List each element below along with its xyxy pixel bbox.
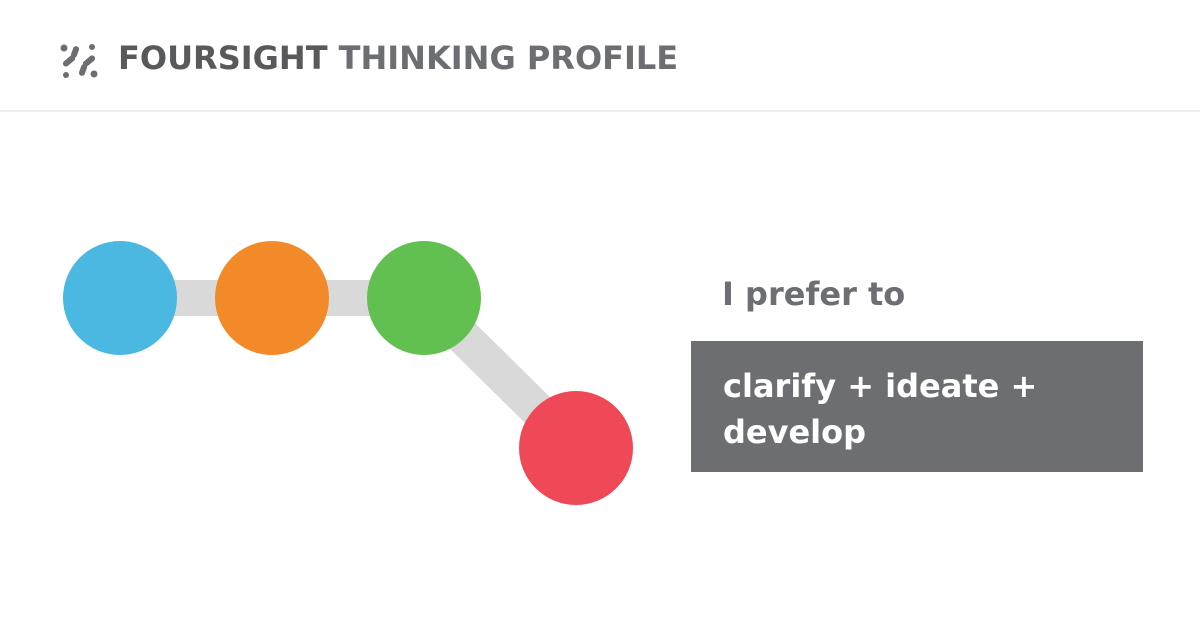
header-bar: FOURSIGHT THINKING PROFILE — [0, 0, 1200, 112]
stage-dot-implement — [519, 391, 633, 505]
preference-result-text: clarify + ideate + develop — [723, 367, 1038, 451]
brand-rest: THINKING PROFILE — [327, 39, 679, 77]
stage-dot-clarify — [63, 241, 177, 355]
stage-dot-develop — [367, 241, 481, 355]
brand-title: FOURSIGHT THINKING PROFILE — [118, 38, 678, 78]
stage-dot-ideate — [215, 241, 329, 355]
thinking-profile-graph — [63, 241, 633, 505]
foursight-logo-icon — [60, 44, 98, 78]
brand-bold: FOURSIGHT — [118, 39, 328, 77]
preference-result-box: clarify + ideate + develop — [691, 341, 1143, 472]
prefer-label: I prefer to — [722, 275, 906, 313]
